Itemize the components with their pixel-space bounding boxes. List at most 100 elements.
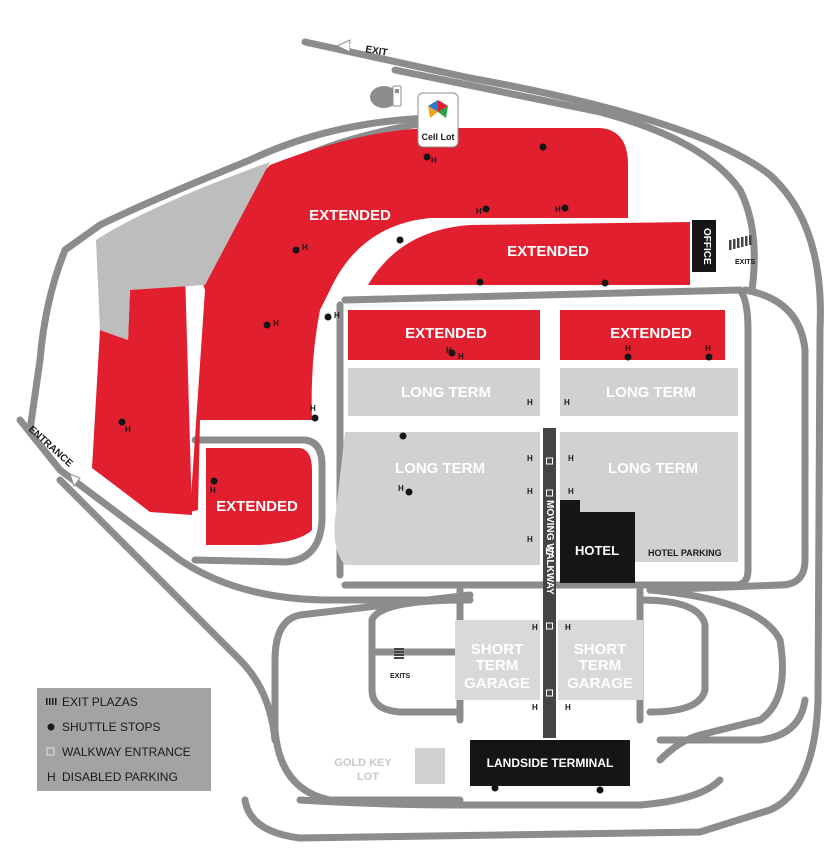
long-term-lot-2 bbox=[560, 368, 738, 416]
disabled-parking-icon: H bbox=[568, 487, 574, 496]
cell-lot-label: Cell Lot bbox=[422, 132, 455, 142]
walkway-entrances bbox=[546, 457, 553, 697]
disabled-parking-icon: H bbox=[125, 425, 131, 434]
road-upper-left bbox=[26, 114, 434, 434]
shuttle-stop bbox=[311, 414, 319, 422]
disabled-parking-icon: H bbox=[310, 404, 316, 413]
shuttle-stop bbox=[482, 205, 490, 213]
legend-label-shuttle-stops: SHUTTLE STOPS bbox=[62, 720, 160, 734]
walkway-entrance-icon bbox=[546, 547, 553, 555]
extended-main-label: EXTENDED bbox=[309, 207, 391, 224]
exit-plaza-icon bbox=[46, 698, 57, 705]
shuttle-stop bbox=[624, 353, 632, 361]
map-legend: EXIT PLAZAS SHUTTLE STOPS WALKWAY ENTRAN… bbox=[37, 688, 211, 791]
cell-lot: Cell Lot bbox=[417, 92, 459, 148]
road-mid-ring bbox=[191, 436, 326, 566]
cell-lot-logo-icon bbox=[428, 100, 448, 118]
hotel-building: HOTEL HOTEL PARKING bbox=[560, 500, 722, 583]
disabled-parking-icon: H bbox=[532, 703, 538, 712]
extended-right-label: EXTENDED bbox=[507, 243, 589, 260]
office-block bbox=[692, 220, 716, 272]
gas-station-area bbox=[370, 86, 398, 108]
legend-label-walkway-entrance: WALKWAY ENTRANCE bbox=[62, 745, 191, 759]
road-garage-loop-outer bbox=[271, 591, 474, 804]
extended-small-lot bbox=[206, 448, 312, 545]
road-terminal-bottom bbox=[296, 776, 724, 809]
legend-item-disabled-parking: H DISABLED PARKING bbox=[47, 770, 178, 784]
shuttle-stop bbox=[476, 278, 484, 286]
disabled-parking-icon: H bbox=[527, 487, 533, 496]
disabled-parking-icon: H bbox=[705, 344, 711, 353]
shuttle-stop bbox=[705, 353, 713, 361]
road-entrance bbox=[16, 416, 474, 604]
long-term-3-label: LONG TERM bbox=[395, 460, 485, 477]
hotel-block bbox=[560, 500, 635, 583]
road-garage-loop-right-outer bbox=[646, 586, 786, 764]
garage-right-line-1: SHORT bbox=[574, 641, 627, 658]
disabled-parking-icon: H bbox=[565, 703, 571, 712]
walkway-entrance-icon bbox=[546, 622, 553, 630]
exits-right-label: EXITS bbox=[735, 259, 756, 266]
gold-key-lot-block bbox=[415, 748, 445, 784]
extended-mid-left-lot bbox=[348, 310, 540, 360]
gold-key-lot: GOLD KEY LOT bbox=[334, 748, 445, 784]
disabled-parking-markers: H H H H H H H H H H H H H H H H H H H H … bbox=[125, 156, 711, 712]
shuttle-stop bbox=[210, 477, 218, 485]
shuttle-stop bbox=[292, 246, 300, 254]
disabled-parking-icon: H bbox=[446, 346, 452, 355]
exits-left-label: EXITS bbox=[390, 673, 411, 680]
disabled-parking-icon: H bbox=[210, 486, 216, 495]
gas-station bbox=[370, 85, 402, 108]
exit-top-label: EXIT bbox=[364, 44, 388, 59]
shuttle-stop bbox=[448, 349, 456, 357]
extended-mid-right-lot bbox=[560, 310, 725, 360]
long-term-4-label: LONG TERM bbox=[608, 460, 698, 477]
road-entrance-lower bbox=[56, 476, 279, 744]
legend-label-exit-plazas: EXIT PLAZAS bbox=[62, 695, 138, 709]
legend-item-walkway-entrance: WALKWAY ENTRANCE bbox=[46, 745, 191, 759]
garage-left-line-1: SHORT bbox=[471, 641, 524, 658]
disabled-parking-icon: H bbox=[555, 205, 561, 214]
disabled-parking-icon: H bbox=[398, 484, 404, 493]
walkway-entrance-icon bbox=[546, 457, 553, 465]
exit-plaza-left-icon bbox=[394, 648, 404, 659]
extended-mid-left-label: EXTENDED bbox=[405, 325, 487, 342]
short-term-garage-right bbox=[558, 620, 643, 700]
garage-left-line-2: TERM bbox=[476, 657, 519, 674]
garage-left-line-3: GARAGE bbox=[464, 675, 530, 692]
entrance-sign: ENTRANCE bbox=[26, 424, 81, 488]
extended-right-lot bbox=[368, 222, 690, 285]
terminal-label: LANDSIDE TERMINAL bbox=[487, 756, 614, 770]
disabled-parking-icon: H bbox=[527, 535, 533, 544]
disabled-parking-icon: H bbox=[625, 344, 631, 353]
garage-right-line-2: TERM bbox=[579, 657, 622, 674]
disabled-parking-icon: H bbox=[47, 770, 56, 784]
disabled-parking-icon: H bbox=[565, 623, 571, 632]
disabled-parking-icon: H bbox=[568, 454, 574, 463]
entrance-arrow-icon bbox=[69, 473, 81, 488]
shuttle-stop bbox=[423, 153, 431, 161]
road-outer-top bbox=[241, 38, 824, 842]
disabled-parking-icon: H bbox=[431, 156, 437, 165]
shuttle-stop bbox=[118, 418, 126, 426]
extended-lots: EXTENDED EXTENDED EXTENDED EXTENDED EXTE… bbox=[92, 128, 725, 545]
shuttle-stop-icon bbox=[47, 723, 55, 731]
long-term-lot-3 bbox=[334, 432, 540, 565]
shuttle-stop bbox=[601, 279, 609, 287]
shuttle-stop bbox=[324, 313, 332, 321]
shuttle-stop bbox=[399, 432, 407, 440]
road-garage-loop-right bbox=[636, 596, 709, 716]
walkway-strip bbox=[543, 428, 556, 738]
office-label: OFFICE bbox=[701, 228, 712, 265]
walkway-entrance-icon bbox=[546, 489, 553, 497]
hotel-label: HOTEL bbox=[575, 543, 619, 558]
short-term-garages: SHORT TERM GARAGE SHORT TERM GARAGE bbox=[455, 620, 643, 700]
legend-box bbox=[37, 688, 211, 791]
disabled-parking-icon: H bbox=[564, 398, 570, 407]
walkway-entrance-icon bbox=[46, 747, 55, 756]
disabled-parking-icon: H bbox=[476, 207, 482, 216]
gold-key-line-2: LOT bbox=[357, 771, 379, 783]
disabled-parking-icon: H bbox=[527, 398, 533, 407]
shuttle-stop bbox=[405, 488, 413, 496]
